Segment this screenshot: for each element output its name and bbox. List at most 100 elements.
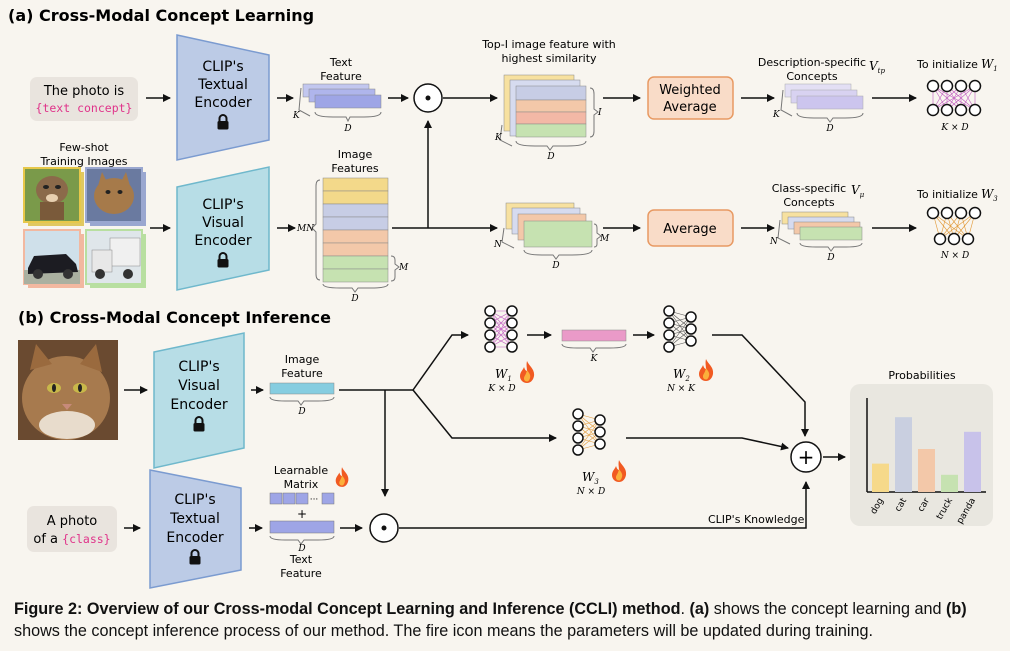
- dim-i: I: [597, 108, 602, 118]
- textual-encoder-a: CLIP's Textual Encoder: [176, 34, 270, 161]
- class-concepts-l2: Concepts: [783, 196, 834, 209]
- visual-encoder-b: CLIP's Visual Encoder: [153, 332, 245, 469]
- w3-net: W3 N × D: [572, 408, 627, 497]
- w1-label: W1: [495, 367, 512, 383]
- dim-k-3: K: [772, 110, 781, 120]
- net-node: [572, 408, 584, 420]
- query-cat-photo: [18, 340, 118, 440]
- dot-product-icon: [369, 513, 399, 543]
- net-node: [506, 305, 518, 317]
- section-a-title: (a) Cross-Modal Concept Learning: [8, 6, 314, 25]
- net-node: [926, 206, 940, 220]
- few-shot-images: Few-shot Training Images: [23, 141, 146, 288]
- net-node: [663, 341, 675, 353]
- net-node: [685, 311, 697, 323]
- visual-encoder-a: CLIP's Visual Encoder: [176, 166, 270, 291]
- dim-d-2: D: [546, 152, 554, 162]
- dim-m-2: M: [599, 234, 610, 244]
- caption-part-a: (a): [689, 600, 710, 618]
- net-node: [940, 79, 954, 93]
- w2-dim: N × K: [666, 384, 696, 394]
- image-features-stack: Image Features MN M D: [296, 148, 409, 304]
- dim-m: M: [398, 263, 409, 273]
- text-prompt-box: The photo is {text concept}: [30, 77, 138, 121]
- bar-truck: [941, 474, 958, 492]
- encoder-text-line3: Encoder: [194, 95, 251, 111]
- desc-concepts-l1: Description-specific: [758, 56, 866, 69]
- dim-mn: MN: [296, 224, 315, 234]
- class-concepts-symbol: Vμ: [851, 183, 865, 199]
- section-b-title: (b) Cross-Modal Concept Inference: [18, 308, 331, 327]
- net-node: [506, 317, 518, 329]
- few-shot-label-l1: Few-shot: [59, 141, 109, 154]
- tenc-b-l1: CLIP's: [174, 492, 215, 508]
- dim-k-b: K: [590, 354, 599, 364]
- textual-encoder-b: CLIP's Textual Encoder: [149, 469, 242, 589]
- average-box: Average: [647, 209, 734, 247]
- learnable-matrix: Learnable Matrix ··· +: [269, 464, 349, 521]
- dim-d-5: D: [551, 261, 559, 271]
- net-node: [968, 79, 982, 93]
- net-node: [594, 414, 606, 426]
- net-node: [484, 341, 496, 353]
- concept-similarity-bar: K: [561, 329, 627, 364]
- dot-product-icon: [413, 83, 443, 113]
- topi-label-l2: highest similarity: [501, 52, 597, 65]
- learnable-l1: Learnable: [274, 464, 329, 477]
- bar-cat: [895, 417, 912, 492]
- matrix-ellipsis: ···: [310, 495, 319, 505]
- dim-d: D: [343, 124, 351, 134]
- image-features-l1: Image: [338, 148, 373, 161]
- net-node: [484, 317, 496, 329]
- dim-n: N: [493, 240, 503, 250]
- net-node: [947, 232, 961, 246]
- dim-n-2: N: [769, 237, 779, 247]
- net-node: [954, 79, 968, 93]
- text-prompt-line1: The photo is: [43, 84, 125, 99]
- caption-text-a: shows the concept learning and: [709, 600, 946, 618]
- net-node: [968, 103, 982, 117]
- caption-part-b: (b): [945, 600, 967, 618]
- text-feature-b-l2: Feature: [280, 567, 322, 580]
- net-node: [926, 103, 940, 117]
- dim-d-b2: D: [297, 544, 305, 554]
- dim-d-4: D: [350, 294, 358, 304]
- few-shot-label-l2: Training Images: [39, 155, 127, 168]
- w3-label: W3: [582, 470, 599, 486]
- tenc-b-l2: Textual: [169, 511, 220, 527]
- image-feature-l2: Feature: [281, 367, 323, 380]
- dim-d-3: D: [825, 124, 833, 134]
- desc-concepts-symbol: Vtp: [869, 59, 885, 75]
- average-label: Average: [663, 222, 716, 237]
- net-node: [961, 232, 975, 246]
- plus-symbol: +: [798, 445, 815, 469]
- dog-image: [23, 167, 84, 226]
- text-feature-b-l1: Text: [289, 553, 313, 566]
- venc-b-l1: CLIP's: [178, 359, 219, 375]
- fire-icon: [335, 467, 349, 487]
- w2-label: W2: [673, 367, 690, 383]
- dim-d-6: D: [826, 253, 834, 263]
- venc-b-l2: Visual: [178, 378, 220, 394]
- class-prompt-line1: A photo: [47, 514, 98, 529]
- bar-car: [918, 449, 935, 492]
- learnable-l2: Matrix: [284, 478, 319, 491]
- net-node: [940, 103, 954, 117]
- net-node: [954, 103, 968, 117]
- net-node: [572, 432, 584, 444]
- weighted-average-l1: Weighted: [659, 83, 721, 98]
- weighted-average-box: Weighted Average: [647, 76, 734, 120]
- car-image: [23, 229, 84, 288]
- w2-net: W2 N × K: [663, 305, 714, 394]
- probabilities-title: Probabilities: [888, 369, 955, 382]
- net-node: [572, 420, 584, 432]
- class-concepts-l1: Class-specific: [772, 182, 846, 195]
- venc-b-l3: Encoder: [170, 397, 227, 413]
- w1-net: W1 K × D: [484, 305, 535, 394]
- caption-figure-label: Figure 2: Overview of our Cross-modal Co…: [14, 600, 681, 618]
- net-node: [484, 329, 496, 341]
- net-node: [663, 329, 675, 341]
